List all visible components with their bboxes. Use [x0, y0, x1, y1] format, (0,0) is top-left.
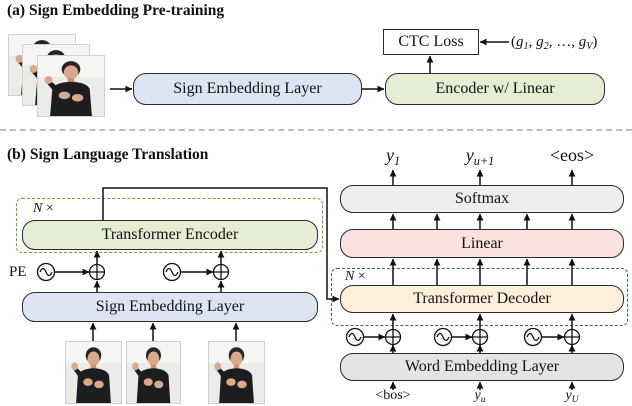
input-token: yU	[565, 388, 579, 406]
sine-wave-icon	[523, 327, 543, 347]
softmax-label: Softmax	[454, 190, 510, 207]
section-a-title: (a) Sign Embedding Pre-training	[7, 2, 225, 19]
target-subscript: 2	[543, 41, 549, 53]
input-token-subscript: u	[480, 395, 486, 406]
output-token-base: y	[465, 145, 474, 165]
transformer-encoder-box: Transformer Encoder	[22, 220, 318, 250]
input-token: yu	[474, 388, 486, 406]
transformer-encoder-label: Transformer Encoder	[101, 226, 239, 243]
encoder-repeat-label: N ×	[33, 201, 54, 216]
plus-circle-icon	[563, 328, 581, 346]
paren-close: )	[592, 34, 598, 50]
sign-embedding-layer-box: Sign Embedding Layer	[22, 292, 318, 322]
target-term: g	[578, 34, 587, 50]
target-subscript: 1	[523, 41, 529, 53]
target-subscript: V	[586, 41, 593, 53]
separator: ,	[528, 34, 533, 50]
sine-wave-icon	[345, 327, 365, 347]
target-term: g	[516, 34, 524, 50]
encoder-to-decoder-arrow	[102, 187, 340, 303]
signer-photo	[37, 55, 105, 117]
separator: ,	[571, 34, 575, 50]
plus-circle-icon	[88, 263, 106, 281]
signer-photo	[65, 341, 122, 404]
ellipsis: …	[556, 34, 572, 50]
input-token-subscript: U	[571, 395, 579, 406]
input-token-base: <bos>	[375, 388, 411, 403]
output-token-subscript: 1	[393, 153, 401, 168]
ctc-loss-box: CTC Loss	[383, 29, 479, 55]
sine-wave-icon	[162, 262, 182, 282]
output-token: yu+1	[465, 145, 495, 168]
target-term: g	[536, 34, 544, 50]
plus-circle-icon	[384, 328, 402, 346]
decoder-repeat-label: N ×	[345, 269, 366, 284]
plus-circle-icon	[212, 263, 230, 281]
signer-photo	[126, 341, 181, 404]
sine-wave-icon	[433, 327, 453, 347]
transformer-decoder-box: Transformer Decoder	[340, 285, 624, 313]
output-token-base: <eos>	[549, 145, 595, 165]
word-embedding-layer-label: Word Embedding Layer	[404, 358, 560, 375]
linear-box: Linear	[340, 229, 624, 258]
output-token-base: y	[385, 145, 394, 165]
softmax-box: Softmax	[340, 185, 624, 213]
input-token-base: y	[474, 388, 481, 403]
input-token: <bos>	[375, 389, 410, 403]
repeat-var: N	[345, 269, 355, 284]
transformer-decoder-label: Transformer Decoder	[413, 290, 551, 307]
word-embedding-layer-box: Word Embedding Layer	[340, 353, 624, 381]
pretrain-encoder-label: Encoder w/ Linear	[435, 80, 555, 97]
pretrain-sign-embedding-layer: Sign Embedding Layer	[133, 73, 362, 105]
plus-circle-icon	[471, 328, 489, 346]
output-token: <eos>	[550, 145, 594, 165]
pretrain-sign-embedding-label: Sign Embedding Layer	[173, 80, 322, 97]
pretrain-encoder-linear: Encoder w/ Linear	[385, 73, 605, 105]
section-separator	[0, 129, 632, 131]
linear-label: Linear	[461, 234, 503, 252]
output-token-subscript: u+1	[473, 153, 495, 168]
ctc-loss-label: CTC Loss	[398, 33, 464, 50]
section-b-title: (b) Sign Language Translation	[7, 146, 209, 163]
separator: ,	[548, 34, 553, 50]
positional-encoding-label: PE	[9, 264, 27, 280]
input-token-base: y	[565, 388, 572, 403]
output-token: y1	[385, 145, 401, 168]
ctc-target-sequence: (g1, g2, …, gV)	[511, 33, 597, 53]
encoder-stack-frame	[16, 198, 323, 253]
sine-wave-icon	[36, 262, 56, 282]
repeat-symbol: ×	[357, 269, 366, 284]
paren-open: (	[511, 34, 516, 50]
repeat-var: N	[33, 201, 43, 216]
signer-photo	[208, 341, 265, 404]
sign-embedding-layer-label: Sign Embedding Layer	[95, 298, 245, 315]
repeat-symbol: ×	[45, 201, 54, 216]
